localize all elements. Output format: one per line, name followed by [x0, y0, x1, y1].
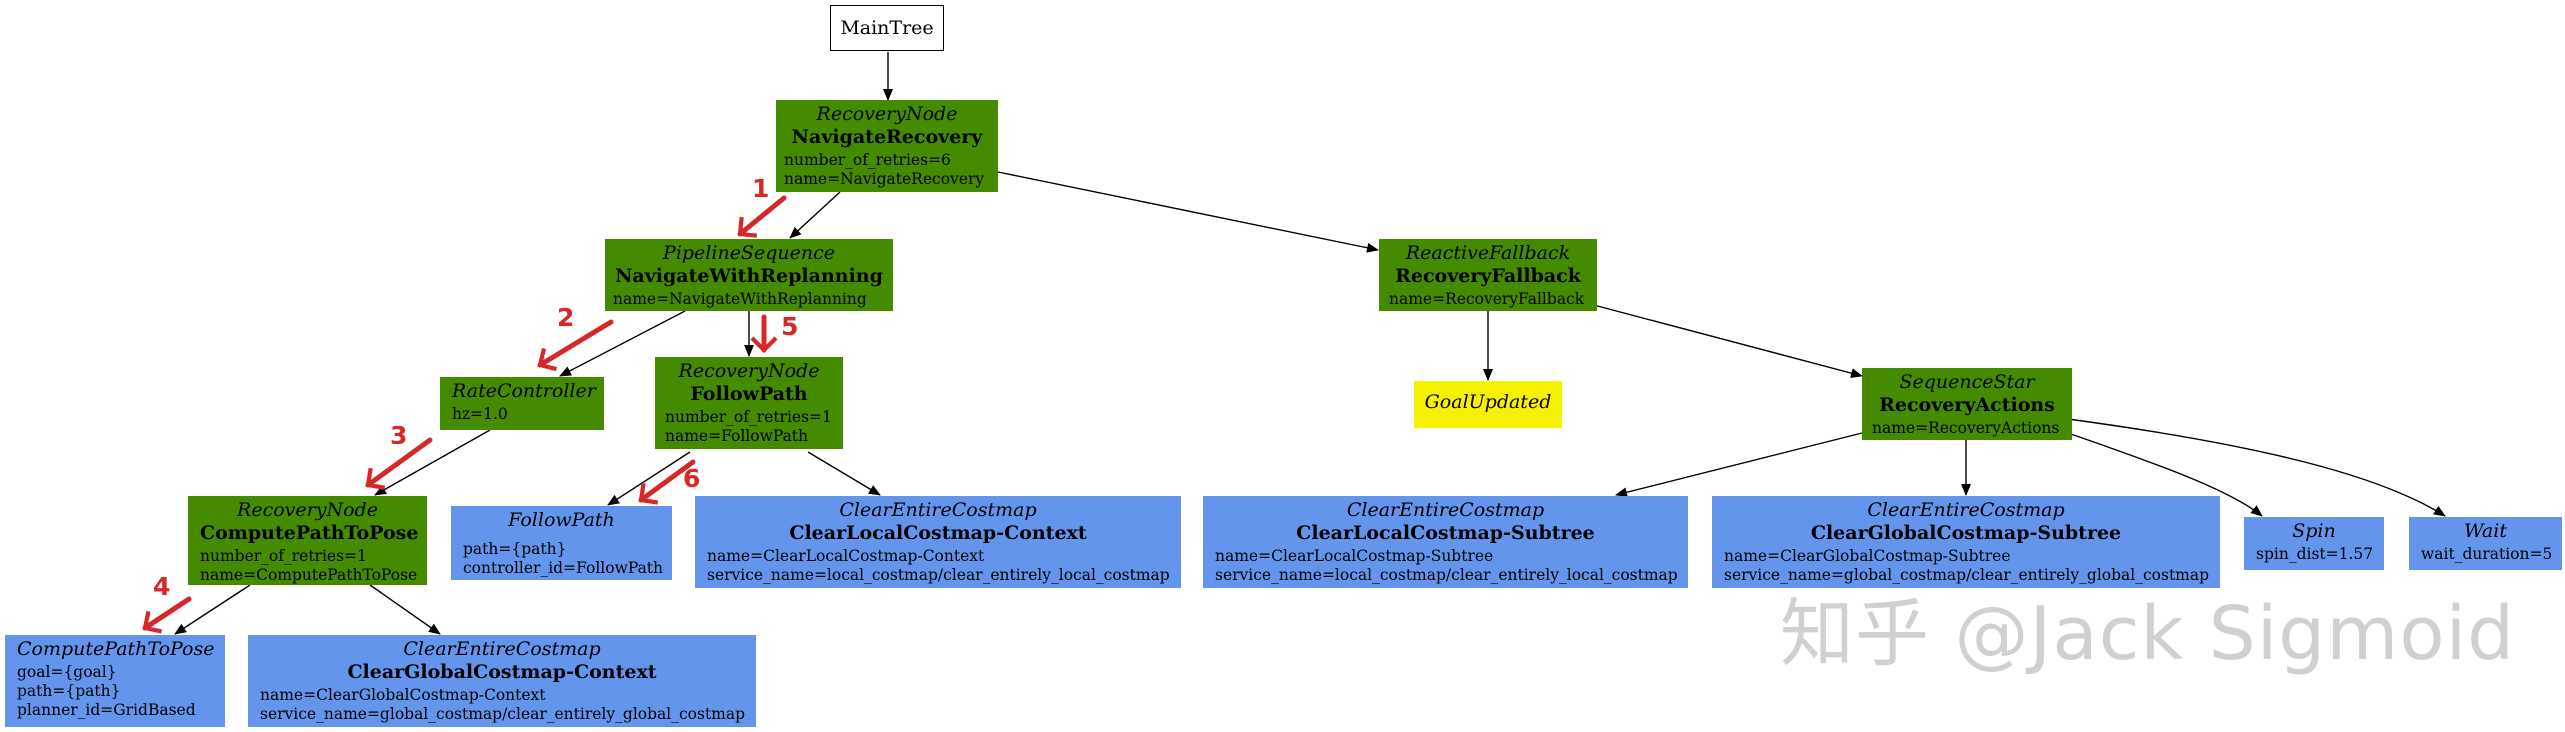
- node-clear-local-context: ClearEntireCostmap ClearLocalCostmap-Con…: [695, 496, 1181, 588]
- node-param: hz=1.0: [452, 405, 508, 424]
- node-param: name=RecoveryFallback: [1389, 290, 1585, 309]
- node-clear-local-subtree: ClearEntireCostmap ClearLocalCostmap-Sub…: [1203, 496, 1688, 588]
- node-type: ClearEntireCostmap: [839, 499, 1037, 521]
- root-node-label: MainTree: [840, 17, 934, 39]
- step-label-5: 5: [781, 312, 799, 341]
- edge-recoveryactions-spin: [2067, 432, 2263, 517]
- node-param: name=ClearLocalCostmap-Context: [707, 547, 985, 566]
- node-param: wait_duration=5: [2421, 545, 2553, 564]
- node-type: RateController: [452, 380, 596, 402]
- node-param: name=RecoveryActions: [1872, 419, 2060, 438]
- node-type: Spin: [2292, 520, 2336, 542]
- node-recovery-actions: SequenceStar RecoveryActions name=Recove…: [1862, 368, 2072, 440]
- node-param: name=NavigateWithReplanning: [613, 290, 867, 309]
- node-type: RecoveryNode: [237, 499, 378, 521]
- node-param: name=FollowPath: [665, 427, 809, 446]
- step-arrow-4: [142, 596, 192, 634]
- node-param: name=ComputePathToPose: [200, 566, 418, 585]
- step-label-1: 1: [752, 174, 770, 203]
- step-arrow-2: [537, 319, 614, 372]
- node-spin: Spin spin_dist=1.57: [2244, 517, 2384, 570]
- node-param: name=ClearGlobalCostmap-Context: [260, 686, 546, 705]
- edge-followpath-followpathaction: [607, 451, 691, 506]
- node-param: spin_dist=1.57: [2256, 545, 2374, 564]
- node-type: RecoveryNode: [816, 103, 958, 125]
- node-param: controller_id=FollowPath: [463, 559, 664, 578]
- step-label-2: 2: [557, 303, 575, 332]
- node-clear-global-context: ClearEntireCostmap ClearGlobalCostmap-Co…: [248, 635, 756, 727]
- edge-computepathtopose-computepathaction: [174, 584, 251, 635]
- node-type: GoalUpdated: [1424, 391, 1552, 413]
- node-name: ClearGlobalCostmap-Context: [347, 661, 657, 684]
- node-type: ClearEntireCostmap: [1346, 499, 1545, 521]
- edge-navigaterecovery-recoveryfallback: [997, 171, 1379, 253]
- step-label-4: 4: [153, 572, 171, 601]
- step-arrow-3: [365, 437, 433, 490]
- node-name: NavigateRecovery: [791, 126, 983, 149]
- watermark: 知乎 @Jack Sigmoid: [1780, 591, 2516, 677]
- node-param: path={path}: [463, 540, 567, 559]
- node-compute-path-action: ComputePathToPose goal={goal} path={path…: [5, 635, 225, 727]
- node-type: FollowPath: [508, 509, 615, 531]
- edge-computepathtopose-clearglobalcontext: [369, 584, 441, 635]
- node-type: ClearEntireCostmap: [1867, 499, 2065, 521]
- node-follow-path-action: FollowPath path={path} controller_id=Fol…: [451, 506, 672, 580]
- node-param: service_name=global_costmap/clear_entire…: [1724, 566, 2210, 585]
- node-clear-global-subtree: ClearEntireCostmap ClearGlobalCostmap-Su…: [1712, 496, 2220, 588]
- node-param: number_of_retries=1: [200, 547, 367, 566]
- step-arrow-1: [737, 195, 787, 238]
- node-name: ClearGlobalCostmap-Subtree: [1810, 522, 2122, 545]
- node-param: name=ClearGlobalCostmap-Subtree: [1724, 547, 2011, 566]
- step-arrow-6: [638, 459, 696, 505]
- node-type: ClearEntireCostmap: [403, 638, 601, 660]
- node-name: ClearLocalCostmap-Subtree: [1296, 522, 1595, 545]
- node-param: planner_id=GridBased: [17, 700, 196, 719]
- node-type: RecoveryNode: [678, 360, 820, 382]
- node-rate-controller: RateController hz=1.0: [440, 377, 604, 430]
- node-param: number_of_retries=6: [784, 151, 951, 170]
- node-param: service_name=local_costmap/clear_entirel…: [707, 566, 1170, 585]
- node-name: FollowPath: [690, 383, 808, 406]
- node-compute-path-recovery: RecoveryNode ComputePathToPose number_of…: [188, 496, 427, 585]
- node-follow-path-recovery: RecoveryNode FollowPath number_of_retrie…: [655, 357, 843, 449]
- edge-navigaterecovery-navigatewithreplanning: [789, 191, 841, 239]
- node-name: ClearLocalCostmap-Context: [789, 522, 1087, 545]
- edge-recoveryactions-clearlocalsubtree: [1615, 432, 1863, 498]
- node-name: ComputePathToPose: [200, 522, 419, 545]
- node-param: name=ClearLocalCostmap-Subtree: [1215, 547, 1494, 566]
- node-param: goal={goal}: [17, 663, 117, 682]
- node-type: SequenceStar: [1899, 371, 2035, 393]
- edge-navigatewithreplanning-ratecontroller: [559, 310, 686, 377]
- node-type: ComputePathToPose: [17, 638, 215, 660]
- step-label-3: 3: [390, 421, 408, 450]
- node-name: RecoveryFallback: [1395, 265, 1581, 288]
- edge-followpath-clearlocalcontext: [807, 451, 881, 496]
- node-goal-updated: GoalUpdated: [1414, 381, 1562, 428]
- edge-recoveryfallback-recoveryactions: [1589, 303, 1863, 379]
- node-param: number_of_retries=1: [665, 408, 832, 427]
- node-type: Wait: [2464, 520, 2507, 542]
- node-recovery-fallback: ReactiveFallback RecoveryFallback name=R…: [1379, 239, 1597, 311]
- edge-recoveryactions-wait: [2067, 418, 2446, 517]
- step-label-6: 6: [683, 464, 701, 493]
- node-navigate-with-replanning: PipelineSequence NavigateWithReplanning …: [605, 239, 893, 311]
- node-param: name=NavigateRecovery: [784, 170, 985, 189]
- node-param: service_name=local_costmap/clear_entirel…: [1215, 566, 1678, 585]
- node-name: NavigateWithReplanning: [615, 265, 883, 288]
- node-wait: Wait wait_duration=5: [2409, 517, 2562, 570]
- node-type: PipelineSequence: [663, 242, 835, 264]
- root-node-maintree: MainTree: [830, 5, 944, 51]
- node-param: path={path}: [17, 682, 121, 701]
- edge-ratecontroller-computepathtopose: [374, 429, 491, 496]
- node-navigate-recovery: RecoveryNode NavigateRecovery number_of_…: [776, 100, 998, 192]
- node-name: RecoveryActions: [1879, 394, 2055, 417]
- node-param: service_name=global_costmap/clear_entire…: [260, 705, 746, 724]
- node-type: ReactiveFallback: [1405, 242, 1571, 264]
